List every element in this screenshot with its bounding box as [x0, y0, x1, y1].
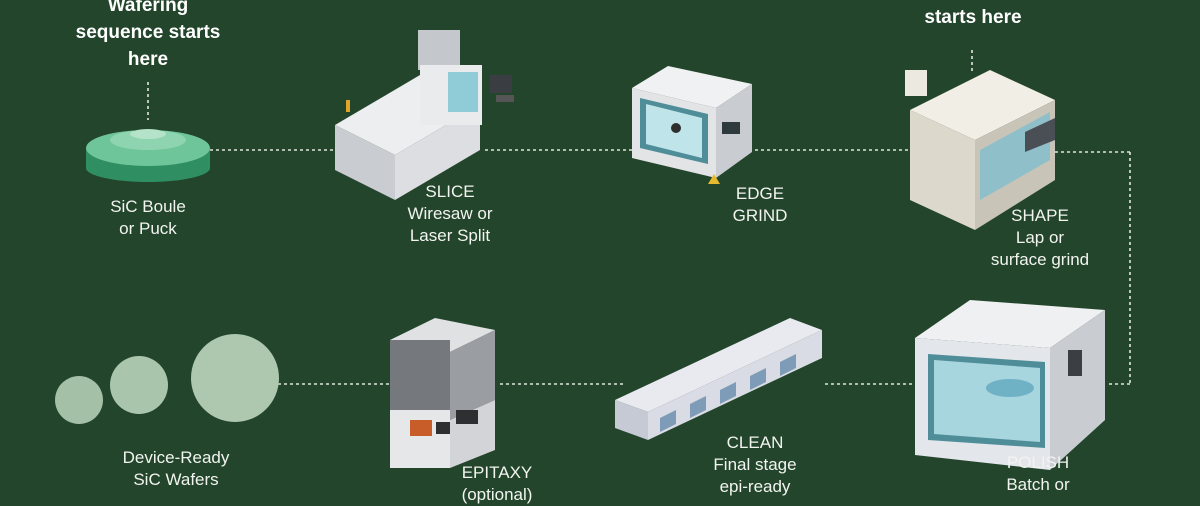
- step-label-shape: SHAPE Lap or surface grind: [990, 206, 1090, 269]
- step-label-clean: CLEAN Final stage epi-ready: [713, 433, 797, 496]
- slice-machine-icon: [335, 30, 514, 200]
- step-label-slice: SLICE Wiresaw or Laser Split: [407, 182, 493, 245]
- epitaxy-machine-icon: [390, 318, 495, 468]
- step-label-polish: POLISH Batch or: [1006, 453, 1070, 494]
- right-start-label: starts here: [924, 7, 1022, 28]
- sic-boule-icon: [86, 129, 210, 182]
- connector-lines: [147, 50, 1131, 385]
- edge-grind-machine-icon: [632, 66, 752, 184]
- step-label-boule: SiC Boule or Puck: [110, 197, 186, 238]
- step-label-epitaxy: EPITAXY (optional): [461, 463, 533, 504]
- wafering-start-label: Wafering sequence starts here: [75, 0, 221, 70]
- clean-machine-icon: [615, 318, 822, 440]
- polish-machine-icon: [915, 300, 1105, 470]
- step-label-wafers: Device-Ready SiC Wafers: [122, 448, 230, 489]
- sic-wafers-icon: [55, 334, 279, 424]
- step-label-edge-grind: EDGE GRIND: [732, 184, 788, 225]
- shape-machine-icon: [905, 70, 1055, 230]
